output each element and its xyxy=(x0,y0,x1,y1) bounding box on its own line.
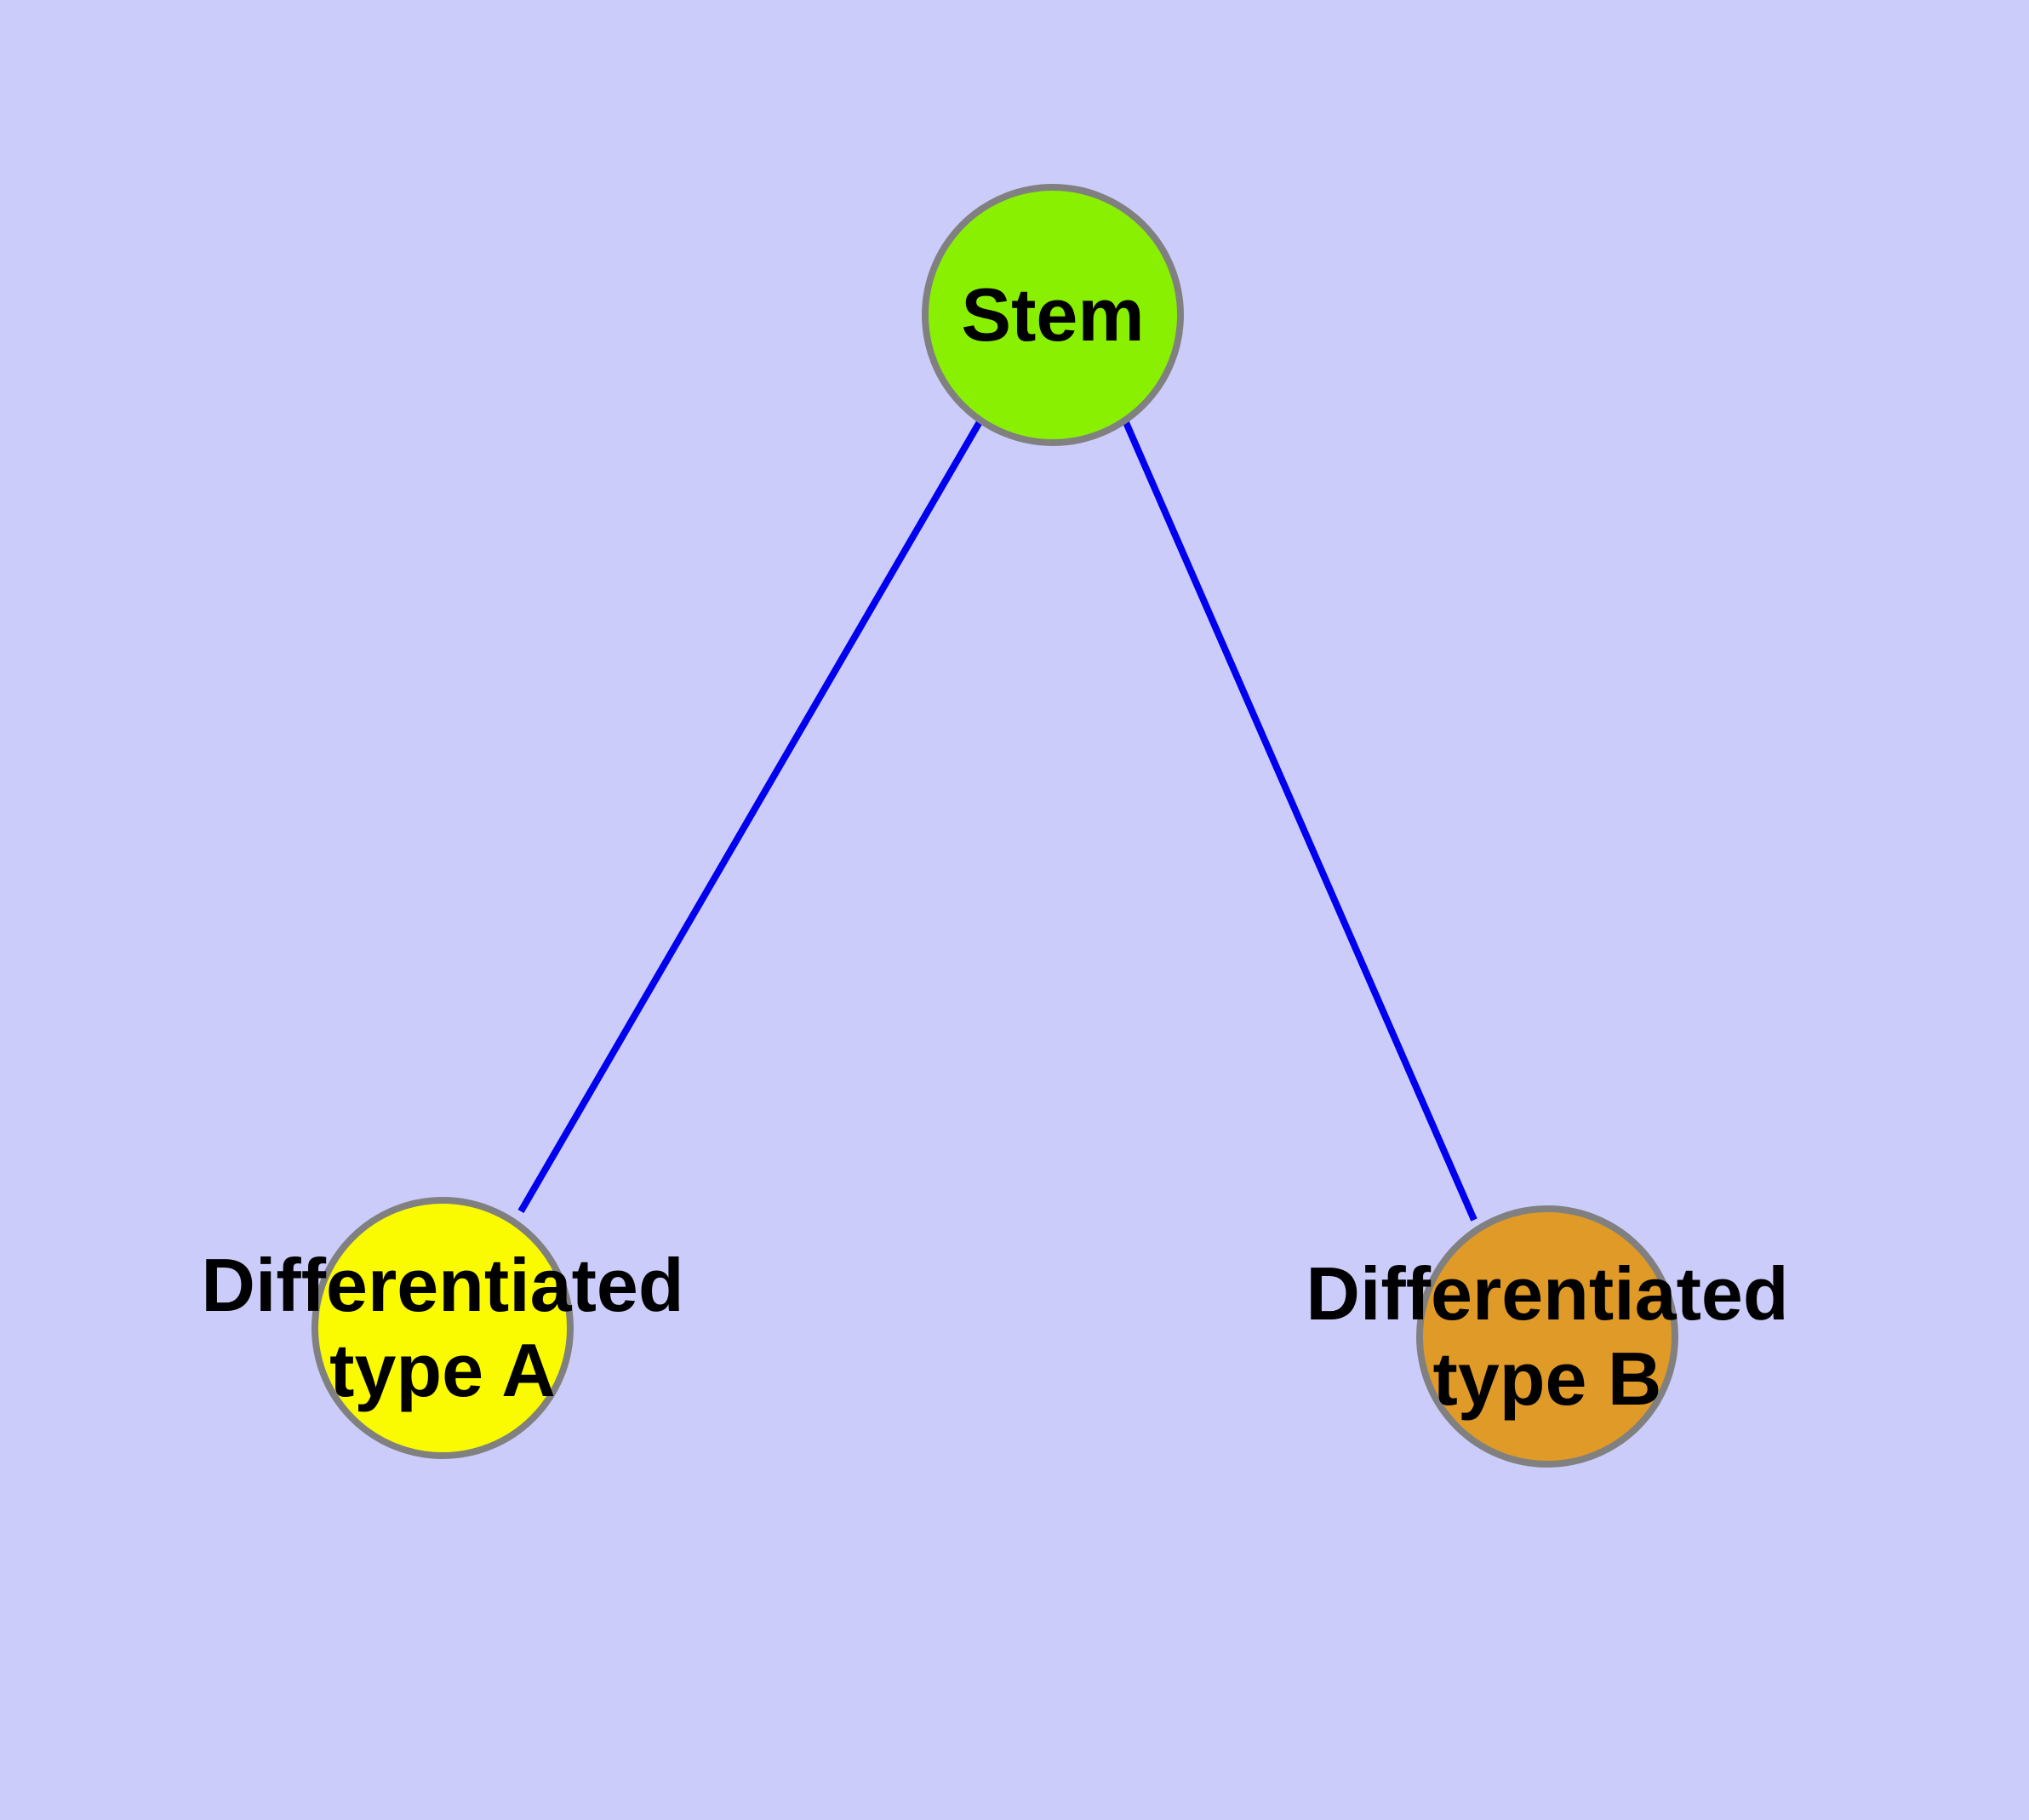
edge-stem-to-diff-b[interactable] xyxy=(1122,419,1477,1222)
node-diff_b[interactable] xyxy=(1416,1205,1678,1468)
node-label-line: Stem xyxy=(961,272,1144,357)
edge-stem-to-diff-a[interactable] xyxy=(517,418,984,1214)
node-label-line: Differentiated xyxy=(1306,1251,1788,1336)
node-stem[interactable] xyxy=(922,184,1184,446)
node-label-line: type B xyxy=(1433,1336,1662,1421)
node-label-line: type A xyxy=(329,1328,556,1412)
node-label-line: Differentiated xyxy=(201,1243,683,1327)
node-label-stem: Stem xyxy=(961,272,1144,357)
nodes-layer xyxy=(311,184,1678,1468)
node-diff_a[interactable] xyxy=(311,1197,574,1459)
edges-layer xyxy=(517,418,1477,1222)
